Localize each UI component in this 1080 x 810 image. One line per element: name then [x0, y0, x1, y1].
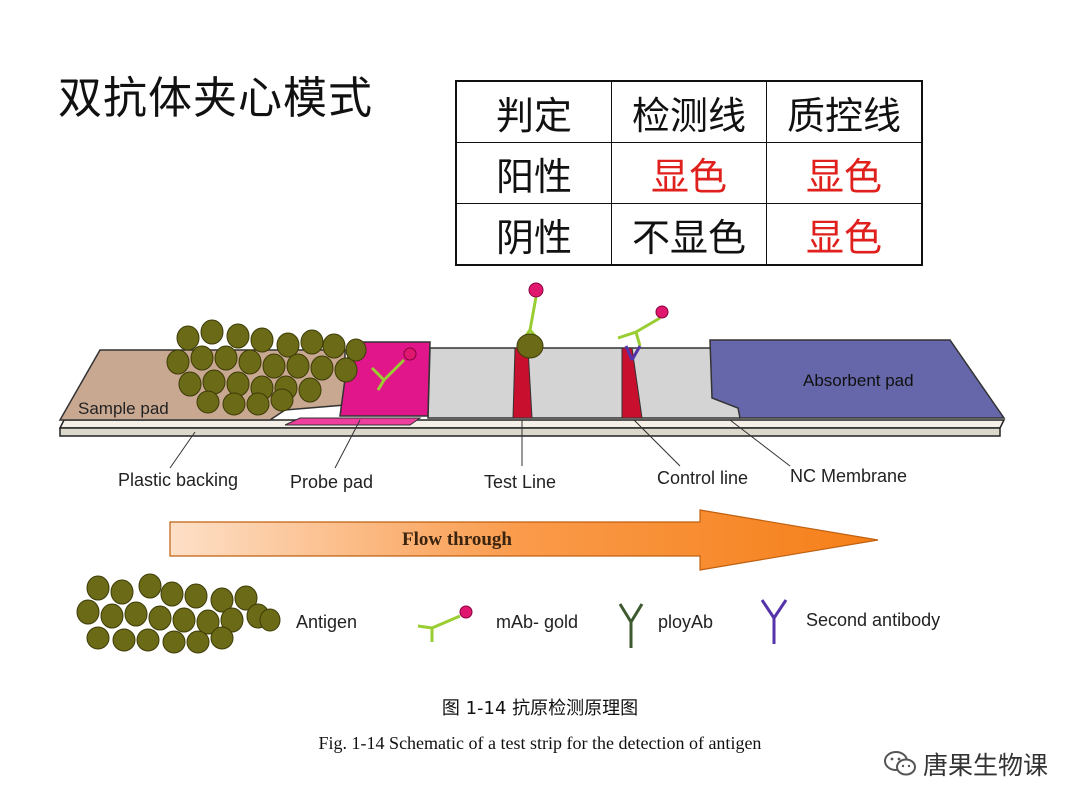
watermark: 唐果生物课: [883, 746, 1048, 782]
label-nc-membrane: NC Membrane: [790, 466, 907, 486]
plastic-backing-edge: [59, 427, 1001, 437]
legend-mab-gold-label: mAb- gold: [496, 612, 578, 632]
legend-antigen-label: Antigen: [296, 612, 357, 632]
caption-english: Fig. 1-14 Schematic of a test strip for …: [318, 733, 762, 753]
label-flow-through: Flow through: [402, 529, 512, 550]
label-test-line: Test Line: [484, 472, 556, 492]
legend-second-antibody-label: Second antibody: [806, 610, 940, 630]
mab-gold-probe: [370, 358, 406, 391]
cell-negative-label: 阴性: [455, 203, 612, 266]
antigen-icon: [76, 573, 281, 654]
header-cell-control-line: 质控线: [766, 80, 923, 143]
probe-pad-base: [284, 417, 422, 426]
cell-negative-test: 不显色: [611, 203, 767, 266]
plastic-backing: [58, 419, 1006, 429]
gold-particle-control: [655, 305, 669, 319]
test-strip-diagram: Sample pad Absorbent pad: [58, 282, 1006, 654]
page-title: 双抗体夹心模式: [58, 73, 373, 124]
gold-particle-probe: [403, 347, 417, 361]
caption-chinese: 图 1-14 抗原检测原理图: [441, 698, 639, 719]
label-probe-pad: Probe pad: [290, 472, 373, 492]
second-antibody-icon: [760, 599, 788, 644]
label-control-line: Control line: [657, 468, 748, 488]
result-table: 判定 检测线 质控线 阳性 显色 显色 阴性 不显色 显色: [455, 80, 923, 266]
antigen-cluster-strip: [166, 319, 367, 416]
cell-negative-control: 显色: [766, 203, 923, 266]
polyab-icon: [618, 603, 644, 648]
control-line-complex: [617, 316, 661, 361]
flow-arrow: [169, 509, 879, 571]
cell-positive-test: 显色: [611, 142, 767, 204]
leader-lines: [169, 419, 791, 469]
absorbent-pad: [709, 339, 1006, 419]
nc-membrane: [427, 347, 741, 419]
cell-positive-control: 显色: [766, 142, 923, 204]
label-absorbent-pad: Absorbent pad: [803, 371, 914, 390]
label-sample-pad: Sample pad: [78, 399, 169, 418]
wechat-icon: [883, 751, 916, 776]
label-plastic-backing: Plastic backing: [118, 470, 238, 490]
test-line-complex: [516, 282, 544, 359]
table-row-positive: 阳性 显色 显色: [455, 142, 923, 204]
watermark-text: 唐果生物课: [922, 751, 1048, 780]
table-row-negative: 阴性 不显色 显色: [455, 203, 923, 266]
gold-particle-icon: [459, 605, 473, 619]
control-line-stripe: [621, 347, 643, 419]
mab-gold-icon: [417, 614, 461, 642]
legend-polyab-label: ployAb: [658, 612, 713, 632]
cell-positive-label: 阳性: [455, 142, 612, 204]
